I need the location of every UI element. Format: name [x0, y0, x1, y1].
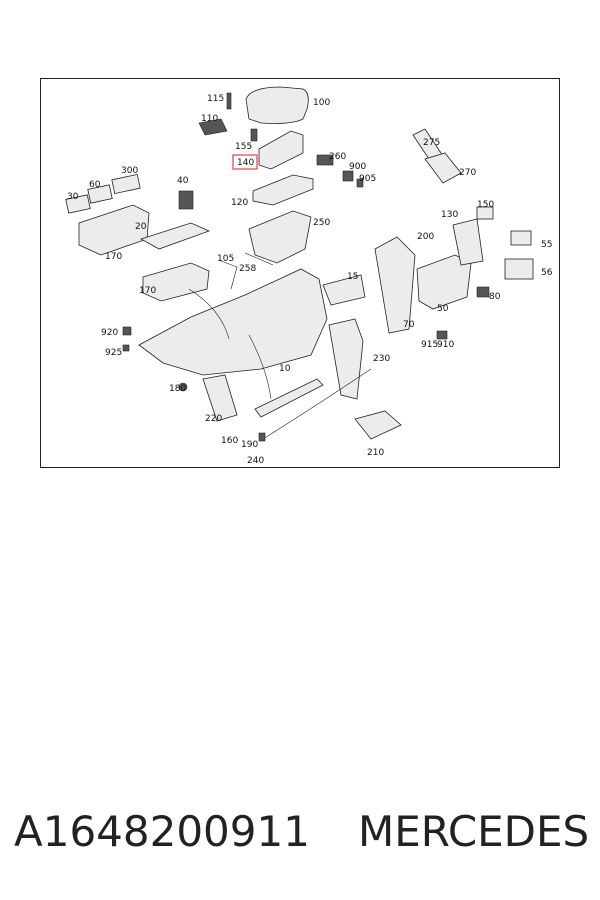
- wire-part-105: [220, 260, 238, 290]
- pad-part-30: [65, 194, 91, 214]
- small-part-920: [122, 326, 132, 336]
- exploded-view-drawing: 115 100 110 155 140 260 275 900 905 270 300 60 40 30 1…: [65, 86, 553, 466]
- bracket-part-130: [452, 218, 484, 266]
- part-label-200: 200: [417, 232, 434, 242]
- part-label-925: 925: [105, 348, 122, 358]
- part-label-130: 130: [441, 210, 458, 220]
- part-label-140: 140: [237, 158, 254, 168]
- part-label-30: 30: [67, 192, 79, 202]
- part-label-905: 905: [359, 174, 376, 184]
- clip-part-150: [476, 206, 494, 220]
- bracket-part-40: [178, 190, 194, 210]
- part-label-270: 270: [459, 168, 476, 178]
- storage-bin-part: [248, 210, 312, 264]
- small-part-910: [436, 330, 448, 340]
- bracket-part-15: [322, 274, 366, 306]
- part-label-900: 900: [349, 162, 366, 172]
- part-label-258: 258: [239, 264, 256, 274]
- part-label-300: 300: [121, 166, 138, 176]
- part-label-170: 170: [139, 286, 156, 296]
- small-part-180: [178, 382, 188, 392]
- part-label-50: 50: [437, 304, 449, 314]
- small-part-900: [342, 170, 354, 182]
- rail-part-240: [254, 378, 324, 418]
- clip-part: [316, 154, 334, 166]
- part-label-60: 60: [89, 180, 101, 190]
- bolt-part: [226, 92, 232, 110]
- part-label-275: 275: [423, 138, 440, 148]
- part-label-910: 910: [437, 340, 454, 350]
- part-label-15: 15: [347, 272, 358, 282]
- part-label-110: 110: [201, 114, 218, 124]
- part-label-20: 20: [135, 222, 147, 232]
- tray-part-56: [504, 258, 534, 280]
- part-number-labels: 115 100 110 155 140 260 275 900 905 270 300 60 40 30 1…: [67, 94, 553, 466]
- part-label-190: 190: [241, 440, 258, 450]
- part-label-100: 100: [313, 98, 330, 108]
- assembly-arrow-1: [188, 288, 230, 340]
- box-part: [424, 152, 462, 184]
- part-label-210: 210: [367, 448, 384, 458]
- bracket-part: [198, 118, 228, 136]
- small-part-905: [356, 178, 364, 188]
- part-label-105: 105: [217, 254, 234, 264]
- part-label-150: 150: [477, 200, 494, 210]
- part-label-120: 120: [231, 198, 248, 208]
- screw-part: [250, 128, 258, 142]
- module-part-50: [416, 254, 472, 310]
- part-number-text: A1648200911: [14, 807, 310, 856]
- parts-diagram: 115 100 110 155 140 260 275 900 905 270 300 60 40 30 1…: [40, 78, 560, 468]
- part-label-10: 10: [279, 364, 291, 374]
- bracket-part-210: [354, 410, 402, 440]
- part-label-40: 40: [177, 176, 189, 186]
- small-part-190: [258, 432, 266, 442]
- part-label-55: 55: [541, 240, 552, 250]
- part-label-260: 260: [329, 152, 346, 162]
- panel-part-20: [139, 222, 211, 250]
- part-label-240: 240: [247, 456, 264, 466]
- console-body-part: [138, 268, 328, 376]
- part-label-220: 220: [205, 414, 222, 424]
- small-part-80: [476, 286, 490, 298]
- part-label-920: 920: [101, 328, 118, 338]
- part-label-115: 115: [207, 94, 224, 104]
- highlight-box: [232, 154, 258, 170]
- part-label-155: 155: [235, 142, 252, 152]
- part-label-170: 170: [105, 252, 122, 262]
- part-label-160: 160: [221, 436, 238, 446]
- small-part-925: [122, 344, 130, 352]
- cover-part: [252, 174, 314, 206]
- caption: A1648200911 MERCEDES: [14, 800, 594, 864]
- part-label-230: 230: [373, 354, 390, 364]
- tray-part-55: [510, 230, 532, 246]
- support-part-230: [328, 318, 364, 400]
- pad-part-60: [87, 184, 113, 204]
- support-part-220: [202, 374, 238, 422]
- part-label-56: 56: [541, 268, 553, 278]
- bracket-part-258: [244, 252, 274, 266]
- part-label-250: 250: [313, 218, 330, 228]
- rail-part-240-strip: [262, 368, 372, 440]
- part-label-915: 915: [421, 340, 438, 350]
- pad-part-300: [111, 173, 141, 195]
- side-panel-part-70: [374, 236, 416, 334]
- assembly-arrow-2: [248, 334, 272, 400]
- brand-text: MERCEDES: [357, 807, 590, 856]
- armrest-lid-part: [245, 86, 309, 124]
- part-label-70: 70: [403, 320, 415, 330]
- part-label-180: 180: [169, 384, 186, 394]
- tray-part: [258, 130, 304, 170]
- part-label-80: 80: [489, 292, 501, 302]
